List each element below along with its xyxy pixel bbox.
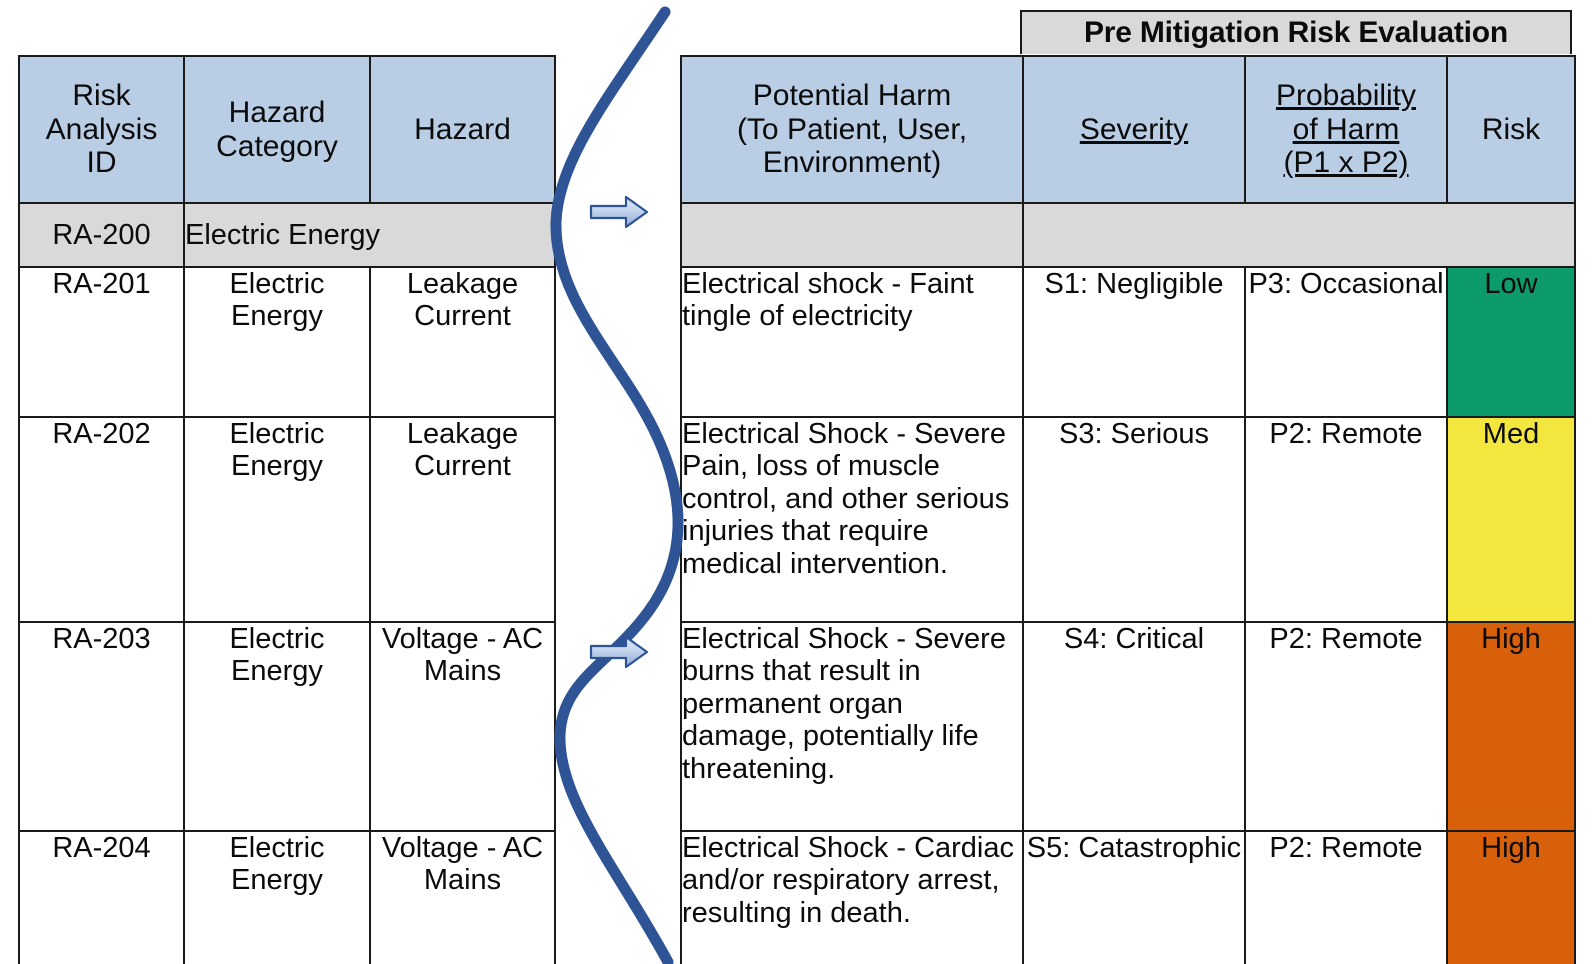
- cell-risk-analysis-id: RA-204: [18, 830, 185, 964]
- header-line: of Harm: [1292, 112, 1400, 146]
- col-header-risk-analysis-id: Risk Analysis ID: [18, 55, 185, 204]
- table-row: RA-202 Electric Energy Leakage Current: [18, 416, 556, 623]
- cell-risk-analysis-id: RA-203: [18, 621, 185, 832]
- table-row: RA-203 Electric Energy Voltage - AC Main…: [18, 621, 556, 832]
- cell-risk-analysis-id: RA-201: [18, 266, 185, 418]
- cell-hazard: Voltage - AC Mains: [369, 830, 556, 964]
- group-row-category: Electric Energy: [183, 202, 556, 268]
- cell-hazard: Leakage Current: [369, 416, 556, 623]
- header-line: Potential Harm: [752, 79, 952, 113]
- col-header-severity: Severity: [1022, 55, 1246, 204]
- cell-severity: S4: Critical: [1022, 621, 1246, 832]
- cell-probability-of-harm: P2: Remote: [1244, 621, 1448, 832]
- pre-mitigation-risk-evaluation-banner: Pre Mitigation Risk Evaluation: [1020, 10, 1572, 54]
- header-line: Category: [216, 129, 338, 163]
- left-table-body: RA-200 Electric Energy RA-201 Electric E…: [18, 202, 556, 964]
- group-row-ra-200: RA-200 Electric Energy: [18, 202, 556, 268]
- status-badge-risk: Med: [1446, 416, 1576, 623]
- cell-potential-harm: Electrical shock - Faint tingle of elect…: [680, 266, 1024, 418]
- cell-hazard: Leakage Current: [369, 266, 556, 418]
- group-band-evaluation: [1022, 202, 1576, 268]
- header-line: (P1 x P2): [1283, 146, 1409, 180]
- col-header-risk: Risk: [1446, 55, 1576, 204]
- cell-severity: S3: Serious: [1022, 416, 1246, 623]
- header-line: Analysis: [45, 112, 158, 146]
- flow-arrow-icon: [589, 635, 649, 669]
- cell-hazard-category: Electric Energy: [183, 621, 371, 832]
- hazard-identification-table: Risk Analysis ID Hazard Category Hazard: [18, 55, 556, 964]
- header-line: Severity: [1079, 112, 1189, 146]
- header-line: Hazard: [228, 95, 326, 129]
- right-header-row: Potential Harm (To Patient, User, Enviro…: [680, 55, 1576, 204]
- cell-hazard-category: Electric Energy: [183, 830, 371, 964]
- header-line: Risk: [72, 79, 131, 113]
- cell-potential-harm: Electrical Shock - Cardiac and/or respir…: [680, 830, 1024, 964]
- right-table-header: Potential Harm (To Patient, User, Enviro…: [680, 55, 1576, 204]
- status-badge-risk: High: [1446, 621, 1576, 832]
- cell-probability-of-harm: P2: Remote: [1244, 416, 1448, 623]
- cell-hazard: Voltage - AC Mains: [369, 621, 556, 832]
- left-table-header: Risk Analysis ID Hazard Category Hazard: [18, 55, 556, 204]
- cell-potential-harm: Electrical Shock - Severe Pain, loss of …: [680, 416, 1024, 623]
- group-row-band: [680, 202, 1576, 268]
- header-line: Probability: [1275, 79, 1417, 113]
- status-badge-risk: Low: [1446, 266, 1576, 418]
- right-table-body: Electrical shock - Faint tingle of elect…: [680, 202, 1576, 964]
- risk-evaluation-table: Potential Harm (To Patient, User, Enviro…: [680, 55, 1576, 964]
- col-header-probability-of-harm: Probability of Harm (P1 x P2): [1244, 55, 1448, 204]
- cell-risk-analysis-id: RA-202: [18, 416, 185, 623]
- cell-hazard-category: Electric Energy: [183, 416, 371, 623]
- group-band-potential-harm: [680, 202, 1024, 268]
- header-line: Environment): [762, 146, 942, 180]
- table-row: Electrical Shock - Cardiac and/or respir…: [680, 830, 1576, 964]
- cell-probability-of-harm: P3: Occasional: [1244, 266, 1448, 418]
- cell-probability-of-harm: P2: Remote: [1244, 830, 1448, 964]
- table-row: RA-204 Electric Energy Voltage - AC Main…: [18, 830, 556, 964]
- table-row: Electrical Shock - Severe Pain, loss of …: [680, 416, 1576, 623]
- col-header-hazard-category: Hazard Category: [183, 55, 371, 204]
- header-line: ID: [86, 146, 117, 180]
- cell-severity: S5: Catastrophic: [1022, 830, 1246, 964]
- group-row-id: RA-200: [18, 202, 185, 268]
- header-line: (To Patient, User,: [736, 112, 968, 146]
- flow-arrow-icon: [589, 195, 649, 229]
- header-line: Hazard: [414, 112, 511, 146]
- col-header-potential-harm: Potential Harm (To Patient, User, Enviro…: [680, 55, 1024, 204]
- cell-severity: S1: Negligible: [1022, 266, 1246, 418]
- cell-hazard-category: Electric Energy: [183, 266, 371, 418]
- left-header-row: Risk Analysis ID Hazard Category Hazard: [18, 55, 556, 204]
- table-row: RA-201 Electric Energy Leakage Current: [18, 266, 556, 418]
- table-row: Electrical Shock - Severe burns that res…: [680, 621, 1576, 832]
- header-line: Risk: [1481, 112, 1541, 146]
- table-row: Electrical shock - Faint tingle of elect…: [680, 266, 1576, 418]
- col-header-hazard: Hazard: [369, 55, 556, 204]
- cell-potential-harm: Electrical Shock - Severe burns that res…: [680, 621, 1024, 832]
- status-badge-risk: High: [1446, 830, 1576, 964]
